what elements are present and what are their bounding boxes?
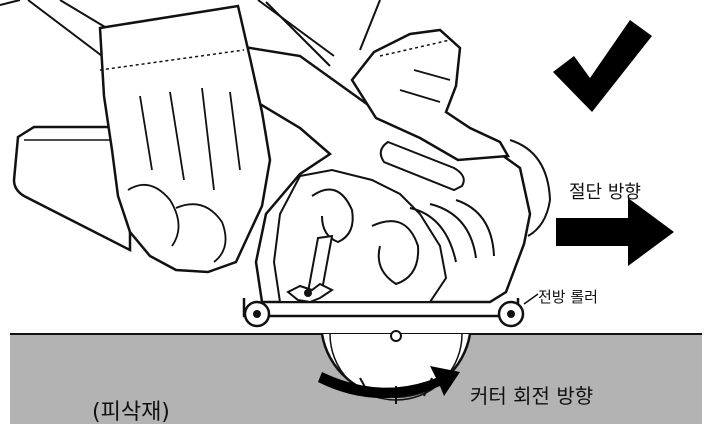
rear-roller (245, 302, 269, 326)
right-arrow-icon (556, 198, 674, 266)
cutting-direction-label: 절단 방향 (569, 178, 641, 204)
check-mark-icon (553, 20, 652, 112)
front-roller-label: 전방 롤러 (538, 286, 598, 307)
cutter-rotation-label: 커터 회전 방향 (470, 380, 593, 409)
front-roller-leader (524, 294, 538, 304)
workpiece-label: (피삭재) (92, 394, 170, 426)
front-roller (499, 302, 523, 326)
